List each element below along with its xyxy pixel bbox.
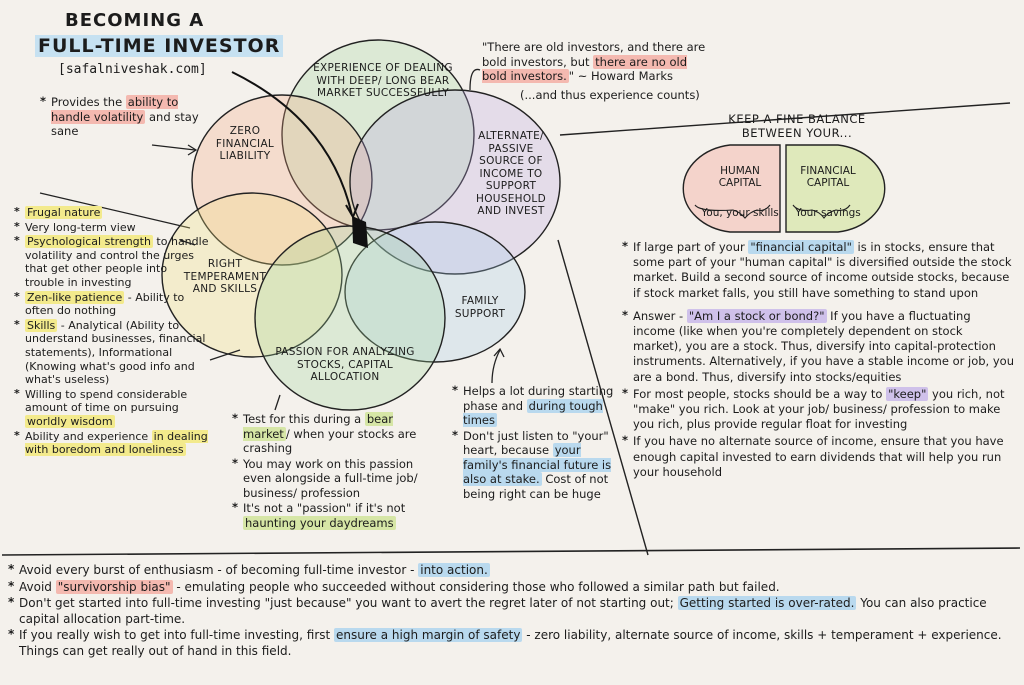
balance-heading: KEEP A FINE BALANCE BETWEEN YOUR... (728, 112, 866, 140)
temperament-note: Very long-term view (14, 220, 209, 235)
howard-marks-quote: "There are old investors, and there are … (482, 40, 706, 83)
label-family: FAMILY SUPPORT (454, 295, 506, 320)
temperament-note: Psychological strength to handle volatil… (14, 234, 209, 289)
financial-capital-title: FINANCIAL CAPITAL (800, 165, 856, 189)
bottom-note: Don't get started into full-time investi… (8, 595, 1013, 627)
label-passion: PASSION FOR ANALYZING STOCKS, CAPITAL AL… (275, 346, 415, 383)
label-alternate-income: ALTERNATE/ PASSIVE SOURCE OF INCOME TO S… (476, 130, 546, 217)
arrow-family (491, 349, 501, 384)
arrow-passion (274, 394, 281, 411)
human-capital-sub: You, your skills (701, 207, 779, 219)
right-note: For most people, stocks should be a way … (622, 386, 1014, 433)
circle-family (344, 221, 526, 363)
site-url: [safalniveshak.com] (58, 62, 207, 77)
circle-passion (254, 225, 446, 411)
family-notes: Helps a lot during starting phase and du… (452, 383, 627, 502)
label-experience: EXPERIENCE OF DEALING WITH DEEP/ LONG BE… (313, 62, 453, 99)
human-capital-title: HUMAN CAPITAL (718, 165, 762, 189)
bottom-notes: Avoid every burst of enthusiasm - of bec… (8, 562, 1013, 660)
right-notes: If large part of your "financial capital… (622, 239, 1014, 481)
passion-note: You may work on this passion even alongs… (232, 456, 432, 501)
family-note: Helps a lot during starting phase and du… (452, 383, 627, 428)
divider-bottom (1, 547, 1021, 556)
bottom-note: Avoid "survivorship bias" - emulating pe… (8, 579, 1013, 596)
intersection-marker (352, 216, 368, 248)
temperament-note: Zen-like patience - Ability to often do … (14, 290, 209, 318)
bottom-note: If you really wish to get into full-time… (8, 627, 1013, 659)
right-note: If large part of your "financial capital… (622, 239, 1014, 301)
circle-alternate-income (349, 89, 561, 275)
passion-note: Test for this during a bear market/ when… (232, 411, 432, 456)
temperament-note: Skills - Analytical (Ability to understa… (14, 318, 209, 387)
arrow-title-to-center (231, 71, 353, 216)
title-line1: BECOMING A (65, 10, 205, 31)
arrow-zero-liability (151, 144, 196, 151)
passion-notes: Test for this during a bear market/ when… (232, 411, 432, 531)
arrow-quote (469, 68, 481, 91)
temperament-note: Ability and experience in dealing with b… (14, 428, 209, 457)
right-note: Answer - "Am I a stock or bond?" If you … (622, 308, 1014, 385)
temperament-note: Willing to spend considerable amount of … (14, 387, 209, 429)
passion-note: It's not a "passion" if it's not hauntin… (232, 500, 432, 530)
financial-capital-sub: Your savings (795, 207, 861, 219)
temperament-note: Frugal nature (14, 205, 209, 220)
zero-liability-note: Provides the ability to handle volatilit… (40, 94, 200, 140)
temperament-notes: Frugal nature Very long-term view Psycho… (14, 205, 209, 458)
quote-note: (...and thus experience counts) (520, 88, 700, 102)
family-note: Don't just listen to "your" heart, becau… (452, 428, 627, 502)
bottom-note: Avoid every burst of enthusiasm - of bec… (8, 562, 1013, 579)
title-line2: FULL-TIME INVESTOR (35, 35, 284, 57)
divider-top-right (559, 102, 1011, 136)
label-zero-liability: ZERO FINANCIAL LIABILITY (215, 125, 275, 162)
right-note: If you have no alternate source of incom… (622, 433, 1014, 480)
circle-zero-liability (191, 94, 373, 266)
